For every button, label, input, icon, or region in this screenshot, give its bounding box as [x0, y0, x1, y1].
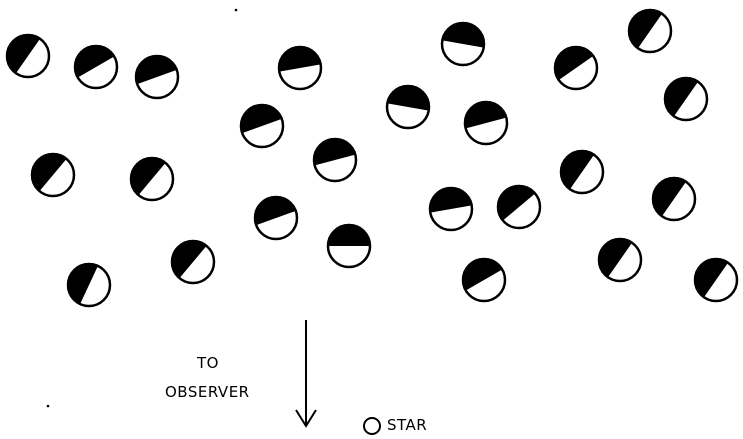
ink-speck	[235, 9, 238, 12]
half-lit-sphere-icon	[498, 186, 540, 228]
half-lit-sphere-icon	[665, 78, 707, 120]
half-lit-sphere-icon	[7, 35, 49, 77]
half-lit-sphere-icon	[629, 10, 671, 52]
half-lit-sphere-icon	[463, 259, 505, 301]
ink-speck	[47, 405, 50, 408]
half-lit-sphere-icon	[255, 197, 297, 239]
half-lit-sphere-icon	[314, 139, 356, 181]
half-lit-sphere-icon	[555, 47, 597, 89]
half-lit-sphere-icon	[695, 259, 737, 301]
half-lit-sphere-icon	[561, 151, 603, 193]
arrow-down-icon	[296, 320, 316, 426]
half-lit-sphere-icon	[328, 225, 370, 267]
half-lit-sphere-icon	[75, 46, 117, 88]
half-lit-sphere-icon	[653, 178, 695, 220]
half-lit-sphere-icon	[279, 47, 321, 89]
half-lit-sphere-icon	[442, 23, 484, 65]
half-lit-sphere-icon	[136, 56, 178, 98]
half-lit-sphere-icon	[599, 239, 641, 281]
star-label: STAR	[387, 416, 427, 434]
half-lit-sphere-icon	[172, 241, 214, 283]
half-lit-sphere-icon	[241, 105, 283, 147]
half-lit-sphere-icon	[430, 188, 472, 230]
half-lit-sphere-icon	[131, 158, 173, 200]
to-observer-label-line1: TO	[197, 354, 219, 372]
to-observer-label-line2: OBSERVER	[165, 383, 250, 401]
half-lit-sphere-icon	[68, 264, 110, 306]
half-lit-sphere-icon	[32, 154, 74, 196]
star-circle-icon	[364, 418, 380, 434]
half-lit-sphere-icon	[387, 86, 429, 128]
sphere-field	[7, 10, 737, 306]
half-lit-sphere-icon	[465, 102, 507, 144]
